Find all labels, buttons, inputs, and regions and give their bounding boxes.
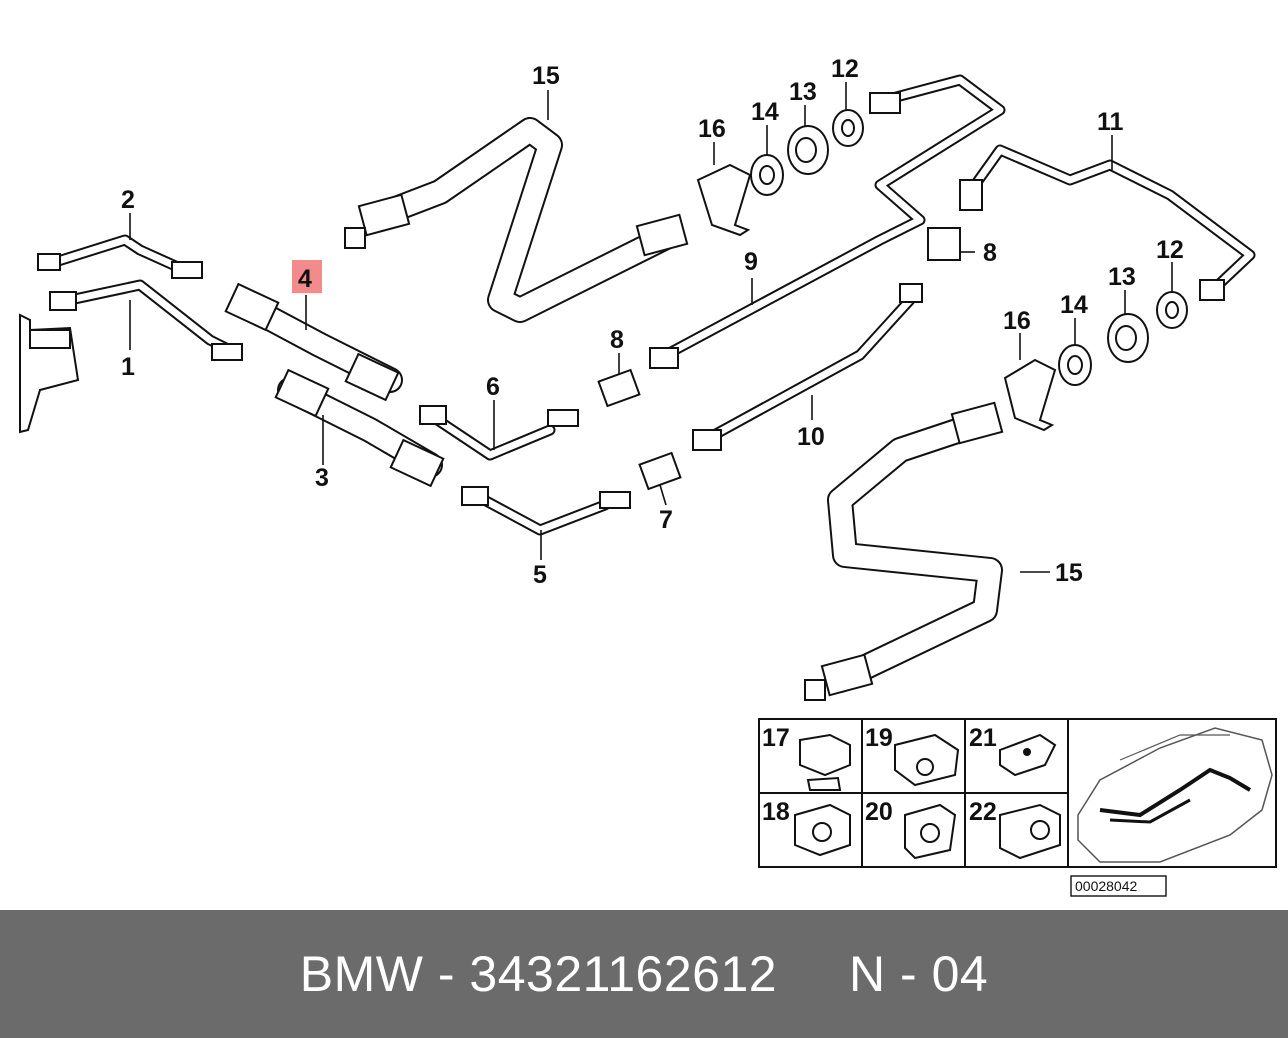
- label-part-19: 19: [865, 724, 893, 752]
- bracket-16-lower: [1003, 358, 1057, 432]
- clip-19: [894, 733, 960, 787]
- clips-inset-grid: 17 19 21 18 20 22: [758, 718, 1277, 868]
- label-part-18: 18: [762, 798, 790, 826]
- highlight-box-4: [292, 260, 322, 293]
- brake-hose-3: [274, 368, 445, 488]
- label-part-11: 11: [1097, 108, 1124, 136]
- grommet-13-upper: [787, 125, 829, 175]
- nut-7: [638, 451, 682, 491]
- label-part-13-upper: 13: [789, 78, 817, 106]
- brake-hose-15-lower: [804, 401, 1004, 701]
- grommet-13-lower: [1107, 313, 1149, 363]
- washer-14-lower: [1058, 344, 1092, 386]
- bracket-16-upper: [696, 163, 752, 237]
- brake-hose-4: [224, 282, 403, 402]
- part-number-text: BMW - 34321162612 N - 04: [299, 946, 989, 1002]
- label-part-12-lower: 12: [1156, 236, 1184, 264]
- master-cylinder-stub: [19, 313, 80, 434]
- clip-21: [999, 733, 1057, 777]
- car-location-illustration: [1077, 727, 1273, 863]
- label-part-9: 9: [744, 248, 758, 276]
- label-part-14-lower: 14: [1060, 291, 1088, 319]
- clip-17: [799, 733, 851, 791]
- label-part-12-upper: 12: [831, 55, 859, 83]
- label-part-8: 8: [610, 326, 624, 354]
- washer-14-upper: [750, 154, 784, 196]
- washer-12-lower: [1156, 291, 1188, 329]
- brake-pipe-9: [649, 74, 1006, 369]
- nut-8: [597, 368, 641, 408]
- reference-number-box: 00028042: [1070, 875, 1167, 897]
- label-part-15-upper: 15: [532, 62, 560, 90]
- label-part-3: 3: [315, 464, 329, 492]
- label-part-6: 6: [486, 373, 500, 401]
- brake-pipe-2: [37, 234, 203, 279]
- washer-12-upper: [832, 109, 864, 147]
- brake-pipe-6: [419, 405, 579, 461]
- nut-8-right: [927, 227, 961, 261]
- clip-18: [794, 803, 851, 857]
- label-part-17: 17: [762, 724, 790, 752]
- reference-number: 00028042: [1075, 878, 1138, 894]
- label-part-21: 21: [969, 724, 997, 752]
- leader-lines: [129, 82, 1173, 573]
- label-part-1: 1: [121, 353, 135, 381]
- parts-diagram: 2 1 4 3 6 5 8 7 9 10 11 8 15 15 16 16 14…: [19, 55, 1277, 897]
- label-part-15-lower: 15: [1055, 559, 1083, 587]
- label-part-2: 2: [121, 186, 135, 214]
- clip-22: [999, 803, 1061, 860]
- label-part-8-right: 8: [983, 239, 997, 267]
- label-part-5: 5: [533, 561, 547, 589]
- label-part-4[interactable]: 4: [298, 265, 312, 293]
- label-part-22: 22: [969, 798, 997, 826]
- brake-pipe-11: [959, 144, 1256, 301]
- clip-20: [904, 803, 957, 860]
- label-part-7: 7: [659, 506, 673, 534]
- brake-pipe-5: [461, 486, 631, 536]
- part-number-footer: BMW - 34321162612 N - 04: [0, 910, 1288, 1038]
- brake-hose-15-upper: [344, 117, 689, 323]
- brake-pipe-1: [49, 279, 243, 361]
- label-part-10: 10: [797, 423, 825, 451]
- label-part-14-upper: 14: [751, 98, 779, 126]
- label-part-13-lower: 13: [1108, 263, 1136, 291]
- label-part-20: 20: [865, 798, 893, 826]
- label-part-16-upper: 16: [698, 115, 726, 143]
- label-part-16-lower: 16: [1003, 307, 1031, 335]
- brake-pipe-10: [692, 283, 923, 451]
